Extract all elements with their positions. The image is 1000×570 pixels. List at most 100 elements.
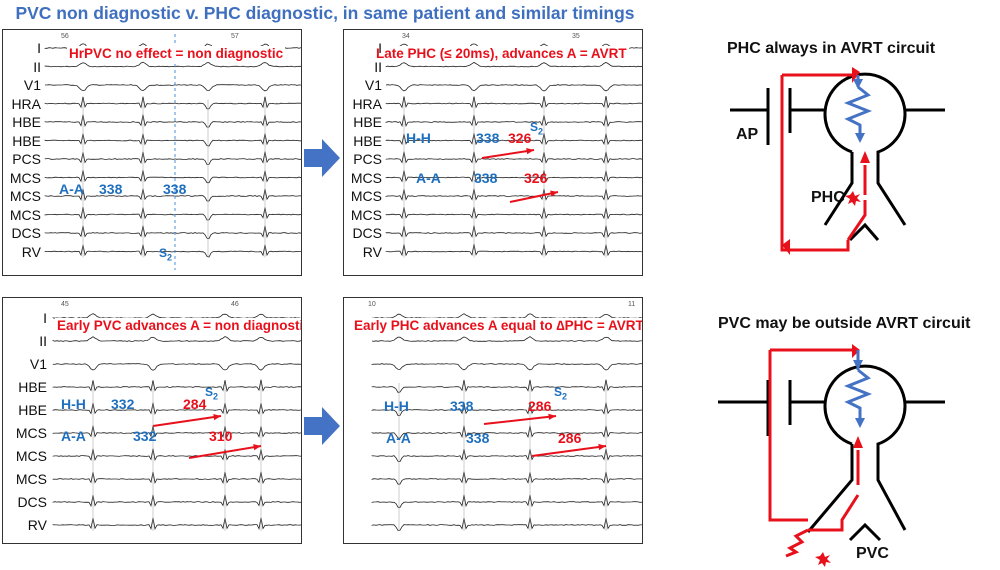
lead-label: MCS bbox=[9, 206, 41, 223]
phc-label: PHC bbox=[811, 189, 845, 206]
advance-arrow bbox=[509, 191, 559, 203]
time-tick: 45 bbox=[61, 301, 69, 308]
lead-label: MCS bbox=[9, 188, 41, 204]
lead-label: PCS bbox=[353, 151, 382, 167]
advance-arrow bbox=[481, 149, 535, 159]
diagram-title: PHC always in AVRT circuit bbox=[727, 40, 936, 57]
lead-label: RV bbox=[27, 517, 47, 533]
lead-label: II bbox=[39, 333, 47, 349]
lead-label: HBE bbox=[353, 114, 382, 130]
aa-label: A-A bbox=[61, 428, 86, 444]
hh-value: 338 bbox=[476, 130, 500, 146]
right-arrow-icon bbox=[304, 407, 340, 445]
advance-arrow bbox=[483, 415, 557, 425]
lead-label: MCS bbox=[15, 448, 47, 464]
advance-arrow bbox=[152, 415, 222, 427]
lead-label: I bbox=[43, 310, 47, 326]
arrowhead bbox=[253, 444, 261, 451]
lead-label: DCS bbox=[11, 225, 41, 241]
lead-label: RV bbox=[362, 243, 382, 260]
time-tick: 57 bbox=[231, 33, 239, 40]
hh-label: H-H bbox=[61, 396, 86, 412]
aa-label: A-A bbox=[386, 430, 411, 446]
panel-heading: HrPVC no effect = non diagnostic bbox=[67, 46, 286, 61]
aa-value: 338 bbox=[99, 181, 123, 197]
hh-value: 332 bbox=[111, 396, 135, 412]
lead-label: MCS bbox=[15, 425, 47, 441]
aa-label: A-A bbox=[59, 181, 84, 197]
lead-label: MCS bbox=[15, 471, 47, 487]
lead-label: V1 bbox=[29, 356, 47, 372]
aa-label: A-A bbox=[416, 170, 441, 186]
aa-red-value: 326 bbox=[524, 170, 548, 186]
s2-marker: S2 bbox=[554, 385, 568, 402]
lead-label: DCS bbox=[17, 494, 47, 510]
hh-label: H-H bbox=[384, 398, 409, 414]
lead-label: HBE bbox=[12, 132, 41, 149]
s2-marker: S2 bbox=[205, 385, 219, 402]
diagram-title: PVC may be outside AVRT circuit bbox=[718, 315, 971, 332]
egm-traces bbox=[371, 313, 642, 531]
arrowhead bbox=[213, 414, 221, 421]
hh-red-value: 284 bbox=[183, 396, 207, 412]
hh-red-value: 286 bbox=[528, 398, 552, 414]
lead-label: HBE bbox=[12, 114, 41, 130]
lead-label: I bbox=[37, 40, 41, 56]
aa-red-value: 286 bbox=[558, 430, 582, 446]
panel-early-pvc: 45 46 Early PVC advances A = non diagnos… bbox=[2, 297, 302, 544]
time-tick: 46 bbox=[231, 301, 239, 308]
panel-late-phc: 34 35 Late PHC (≤ 20ms), advances A = AV… bbox=[343, 29, 643, 276]
s2-marker: S2 bbox=[530, 120, 544, 137]
arrowhead bbox=[548, 413, 556, 420]
arrowhead bbox=[598, 443, 606, 451]
time-tick: 56 bbox=[61, 33, 69, 40]
lead-label: V1 bbox=[364, 77, 382, 93]
egm-traces bbox=[52, 313, 301, 531]
aa-value: 338 bbox=[466, 430, 490, 446]
lead-label: II bbox=[374, 58, 382, 75]
accessory-pathway-label: AP bbox=[736, 126, 759, 143]
aa-value: 338 bbox=[474, 170, 498, 186]
lead-label: DCS bbox=[352, 225, 382, 241]
panel-heading: Early PHC advances A equal to ∆PHC = AVR… bbox=[352, 318, 642, 333]
figure-title: PVC non diagnostic v. PHC diagnostic, in… bbox=[15, 3, 635, 23]
panel-heading: Early PVC advances A = non diagnostic bbox=[55, 318, 301, 333]
lead-label: II bbox=[33, 58, 41, 75]
advance-arrow bbox=[531, 445, 607, 457]
aa-red-value: 310 bbox=[209, 428, 233, 444]
time-tick: 35 bbox=[572, 33, 580, 40]
hh-red-value: 326 bbox=[508, 130, 532, 146]
panel-hrpvc: 56 57 HrPVC no effect = non diagnostic A… bbox=[2, 29, 302, 276]
arrowhead bbox=[526, 148, 534, 155]
hh-label: H-H bbox=[406, 130, 431, 146]
panel-early-phc: 10 11 Early PHC advances A equal to ∆PHC… bbox=[343, 297, 643, 544]
aa-value: 332 bbox=[133, 428, 157, 444]
lead-label: MCS bbox=[9, 169, 41, 186]
lead-label: HBE bbox=[353, 132, 382, 149]
lead-label: MCS bbox=[350, 188, 382, 204]
time-tick: 10 bbox=[368, 301, 376, 308]
time-tick: 11 bbox=[628, 301, 636, 308]
lead-label: MCS bbox=[350, 206, 382, 223]
egm-traces bbox=[44, 34, 301, 270]
lead-label: HBE bbox=[18, 379, 47, 395]
lead-label: HRA bbox=[352, 95, 382, 112]
panel-heading: Late PHC (≤ 20ms), advances A = AVRT bbox=[374, 46, 629, 61]
right-arrow-icon bbox=[304, 139, 340, 177]
lead-label: HBE bbox=[18, 402, 47, 418]
aa-value: 338 bbox=[163, 181, 187, 197]
advance-arrow bbox=[188, 445, 262, 459]
lead-label: I bbox=[378, 40, 382, 56]
egm-traces bbox=[385, 43, 642, 258]
arrowhead bbox=[550, 190, 558, 197]
time-tick: 34 bbox=[402, 33, 410, 40]
lead-label: MCS bbox=[350, 169, 382, 186]
avrt-circuit-diagram bbox=[718, 344, 945, 567]
pvc-label: PVC bbox=[856, 545, 889, 562]
hh-value: 338 bbox=[450, 398, 474, 414]
lead-label: PCS bbox=[12, 151, 41, 167]
lead-label: RV bbox=[21, 243, 41, 260]
avrt-circuit-diagram bbox=[730, 67, 945, 255]
lead-label: V1 bbox=[23, 77, 41, 93]
lead-label: HRA bbox=[11, 95, 41, 112]
